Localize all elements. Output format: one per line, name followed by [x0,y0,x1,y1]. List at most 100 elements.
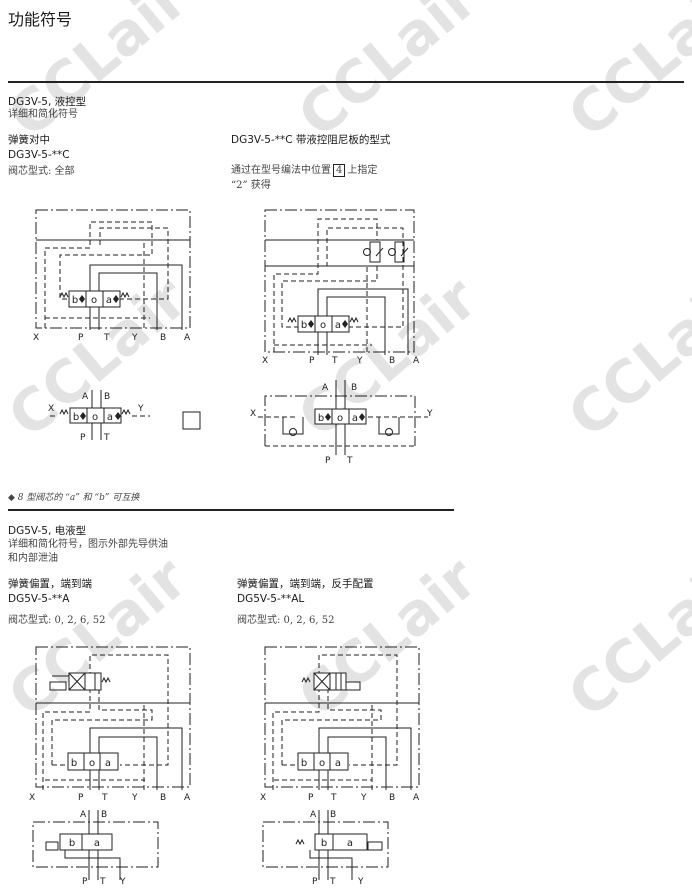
right2-model: DG5V-5-**AL [237,593,305,605]
svg-text:X: X [262,356,268,366]
diagram-dg5v-al-simplified: b a A B P T Y [262,810,389,887]
svg-text:o: o [337,413,343,424]
svg-text:a: a [335,758,341,769]
section2-heading: DG5V-5, 电液型 [8,525,87,537]
svg-text:A: A [413,356,420,366]
svg-text:P: P [309,356,315,366]
svg-text:b: b [72,295,78,306]
svg-text:a: a [347,838,353,849]
svg-text:o: o [320,320,326,331]
svg-text:A: A [80,810,87,820]
note-pre: 通过在型号编法中位置 [231,165,331,176]
svg-text:B: B [389,793,395,803]
position-box: 4 [333,164,346,177]
svg-text:P: P [80,433,86,443]
spring-icon [59,291,130,299]
svg-text:b: b [71,758,77,769]
svg-text:A: A [184,333,191,343]
svg-text:Y: Y [131,793,138,803]
divider [8,81,684,83]
svg-text:T: T [99,877,106,887]
svg-text:Y: Y [356,356,363,366]
svg-text:b: b [301,758,307,769]
svg-text:B: B [330,810,336,820]
svg-text:A: A [322,383,329,393]
svg-text:Y: Y [357,877,364,887]
svg-text:P: P [325,456,331,466]
svg-text:B: B [104,392,110,402]
left1-title: 弹簧对中 [8,134,50,146]
svg-text:b: b [301,320,307,331]
svg-text:P: P [78,333,84,343]
footnote: ◆ 8 型阀芯的 “a” 和 “b” 可互换 [8,493,140,503]
svg-text:Y: Y [137,404,144,414]
svg-text:Y: Y [119,877,126,887]
svg-text:A: A [82,392,89,402]
svg-text:Y: Y [131,333,138,343]
svg-text:a: a [352,413,358,424]
left2-spool: 阀芯型式: 0, 2, 6, 52 [8,615,106,626]
section2-subheading2: 和内部泄油 [8,553,58,564]
right1-title: DG3V-5-**C 带液控阻尼板的型式 [231,134,391,146]
svg-text:o: o [91,295,97,306]
svg-text:B: B [160,793,166,803]
svg-text:T: T [103,433,110,443]
empty-square [182,411,201,430]
svg-text:T: T [346,456,353,466]
svg-text:Y: Y [360,793,367,803]
left2-model: DG5V-5-**A [8,593,70,605]
svg-text:A: A [310,810,317,820]
right1-note-line2: “2” 获得 [231,180,271,191]
svg-text:T: T [103,333,110,343]
svg-text:T: T [331,356,338,366]
left1-model: DG3V-5-**C [8,149,70,161]
svg-text:T: T [329,877,336,887]
note-post: 上指定 [347,165,378,176]
svg-text:X: X [48,404,54,414]
svg-text:P: P [312,877,318,887]
svg-text:X: X [250,409,256,419]
svg-text:a: a [107,412,113,423]
section1-subheading: 详细和简化符号 [8,109,78,120]
svg-text:B: B [101,810,107,820]
svg-text:b: b [73,412,79,423]
svg-text:a: a [105,758,111,769]
svg-text:a: a [106,295,112,306]
right2-spool: 阀芯型式: 0, 2, 6, 52 [237,615,335,626]
svg-text:B: B [351,383,357,393]
svg-text:X: X [29,793,35,803]
svg-text:A: A [184,793,191,803]
svg-text:b: b [321,838,327,849]
divider [8,509,454,511]
svg-text:T: T [330,793,337,803]
svg-text:P: P [308,793,314,803]
svg-text:a: a [94,838,100,849]
svg-text:o: o [92,412,98,423]
left1-spool: 阀芯型式: 全部 [8,166,75,177]
svg-text:X: X [33,333,39,343]
svg-text:o: o [319,758,325,769]
page-title: 功能符号 [8,10,73,29]
svg-text:B: B [160,333,166,343]
left2-title: 弹簧偏置，端到端 [8,578,92,590]
svg-text:X: X [260,793,266,803]
svg-text:b: b [69,838,75,849]
svg-text:a: a [335,320,341,331]
svg-text:P: P [82,877,88,887]
svg-text:T: T [101,793,108,803]
svg-text:Y: Y [426,409,433,419]
section1-heading: DG3V-5, 液控型 [8,96,87,108]
diagram-dg5v-a-simplified: b a A B P T Y [32,810,159,887]
svg-text:B: B [389,356,395,366]
right2-title: 弹簧偏置，端到端，反手配置 [237,578,374,590]
svg-text:b: b [318,413,324,424]
section2-subheading1: 详细和简化符号，图示外部先导供油 [8,539,168,550]
